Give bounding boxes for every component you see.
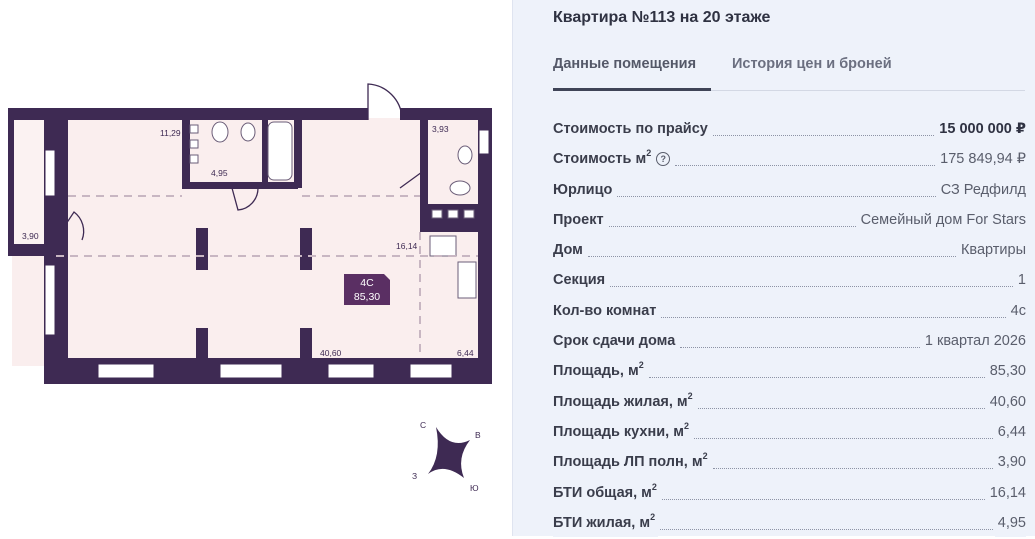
dot-leader [610, 266, 1013, 288]
detail-value: 1 [1014, 266, 1026, 295]
detail-row: БТИ жилая, м2 4,95 [553, 508, 1026, 539]
detail-row: Площадь, м2 85,30 [553, 357, 1026, 387]
detail-label: Площадь, м2 [553, 357, 647, 386]
detail-row: Срок сдачи дома 1 квартал 2026 [553, 327, 1026, 357]
compass-icon: С В З Ю [412, 420, 481, 493]
detail-label: Срок сдачи дома [553, 327, 679, 356]
help-icon[interactable]: ? [656, 152, 671, 167]
area-label-r3: 3,93 [432, 124, 449, 134]
dot-leader [712, 448, 993, 470]
detail-row: Кол-во комнат 4с [553, 296, 1026, 327]
floor-plan-panel: 11,29 4,95 3,93 16,14 3,90 40,60 6,44 4С… [0, 0, 512, 536]
detail-value: СЗ Редфилд [937, 175, 1026, 204]
compass-east: В [475, 430, 481, 440]
detail-row: Дом Квартиры [553, 236, 1026, 266]
detail-value: 16,14 [986, 478, 1026, 507]
dot-leader [697, 388, 985, 409]
tab-price-history[interactable]: История цен и броней [732, 56, 892, 72]
area-label-r6: 40,60 [320, 348, 342, 358]
area-label-r4: 16,14 [396, 241, 418, 251]
dot-leader [587, 236, 956, 258]
compass-north: С [420, 420, 426, 430]
apartment-title: Квартира №113 на 20 этаже [553, 9, 771, 26]
detail-label: Юрлицо [553, 175, 616, 204]
detail-value: 6,44 [994, 417, 1026, 446]
detail-row: Юрлицо СЗ Редфилд [553, 175, 1026, 206]
detail-label: Площадь жилая, м2 [553, 387, 696, 416]
detail-value: Семейный дом For Stars [857, 205, 1026, 234]
area-label-r5: 3,90 [22, 231, 39, 241]
detail-row: Площадь ЛП полн, м2 3,90 [553, 448, 1026, 478]
dot-leader [608, 206, 856, 227]
tab-divider [553, 90, 1025, 91]
detail-row: Стоимость м2? 175 849,94 ₽ [553, 145, 1026, 175]
detail-label: Площадь кухни, м2 [553, 417, 692, 446]
detail-label: Проект [553, 205, 607, 234]
floor-fill [12, 118, 488, 366]
detail-value: 3,90 [994, 448, 1026, 477]
detail-value: 85,30 [986, 357, 1026, 386]
detail-row: Стоимость по прайсу 15 000 000 ₽ [553, 115, 1026, 145]
dot-leader [680, 327, 920, 349]
detail-row: Секция 1 [553, 266, 1026, 296]
windows [44, 129, 490, 379]
detail-value: 4с [1007, 296, 1026, 325]
dot-leader [693, 418, 993, 439]
detail-value: 40,60 [986, 387, 1026, 416]
area-label-r2: 4,95 [211, 168, 228, 178]
area-label-r7: 6,44 [457, 348, 474, 358]
detail-label: Секция [553, 266, 609, 295]
detail-value: 4,95 [994, 508, 1026, 537]
detail-value: 15 000 000 ₽ [936, 115, 1026, 143]
detail-label: Стоимость м2? [553, 145, 674, 174]
active-tab-indicator [553, 88, 711, 91]
dot-leader [712, 115, 935, 136]
detail-label: Площадь ЛП полн, м2 [553, 448, 711, 477]
dot-leader [660, 509, 993, 530]
area-label-r1: 11,29 [160, 128, 181, 138]
dot-leader [675, 145, 936, 167]
tab-room-data[interactable]: Данные помещения [553, 56, 697, 72]
detail-row: БТИ общая, м2 16,14 [553, 478, 1026, 509]
detail-label: БТИ общая, м2 [553, 478, 660, 507]
detail-value: 1 квартал 2026 [921, 327, 1026, 356]
detail-label: Дом [553, 236, 586, 265]
detail-value: 175 849,94 ₽ [937, 145, 1026, 174]
badge-type: 4С [360, 277, 374, 289]
dot-leader [648, 357, 985, 379]
apartment-badge [344, 274, 390, 305]
detail-label: Стоимость по прайсу [553, 115, 711, 143]
floor-plan-image: 11,29 4,95 3,93 16,14 3,90 40,60 6,44 4С… [8, 83, 492, 493]
apartment-details-panel: Квартира №113 на 20 этаже Данные помещен… [512, 0, 1035, 539]
detail-value: Квартиры [957, 236, 1026, 265]
detail-label: Кол-во комнат [553, 296, 660, 325]
detail-row: Площадь жилая, м2 40,60 [553, 387, 1026, 418]
detail-row: Проект Семейный дом For Stars [553, 205, 1026, 236]
dot-leader [617, 176, 936, 197]
badge-area: 85,30 [354, 291, 380, 303]
detail-row: Площадь кухни, м2 6,44 [553, 417, 1026, 448]
compass-south: Ю [470, 483, 479, 493]
detail-label: БТИ жилая, м2 [553, 508, 659, 537]
compass-west: З [412, 471, 417, 481]
dot-leader [661, 297, 1006, 318]
dot-leader [661, 479, 985, 500]
